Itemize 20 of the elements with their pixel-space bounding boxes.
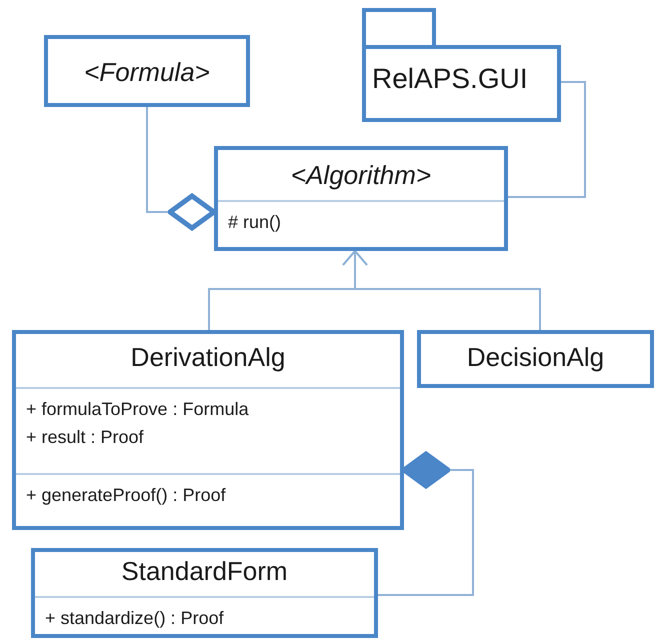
class-box: [214, 146, 508, 251]
class-name: DerivationAlg: [130, 342, 286, 373]
class-member: + standardize() : Proof: [44, 607, 224, 630]
package-name: RelAPS.GUI: [372, 63, 528, 95]
class-member: + formulaToProve : Formula: [25, 398, 249, 421]
connector-line: [508, 81, 586, 198]
class-box: [31, 548, 378, 638]
class-name: <Formula>: [84, 57, 210, 88]
class-member: + generateProof() : Proof: [25, 484, 226, 507]
association-line: [378, 452, 474, 596]
class-box: [44, 35, 250, 107]
class-box: [417, 330, 654, 388]
class-name: DecisionAlg: [466, 342, 604, 373]
class-box: [12, 330, 404, 530]
class-name: <Algorithm>: [290, 160, 432, 191]
inheritance-arrow: [342, 250, 541, 330]
association-line: [146, 107, 216, 230]
class-name: StandardForm: [121, 556, 288, 587]
class-member: # run(): [227, 211, 282, 234]
class-member: + result : Proof: [25, 426, 144, 449]
